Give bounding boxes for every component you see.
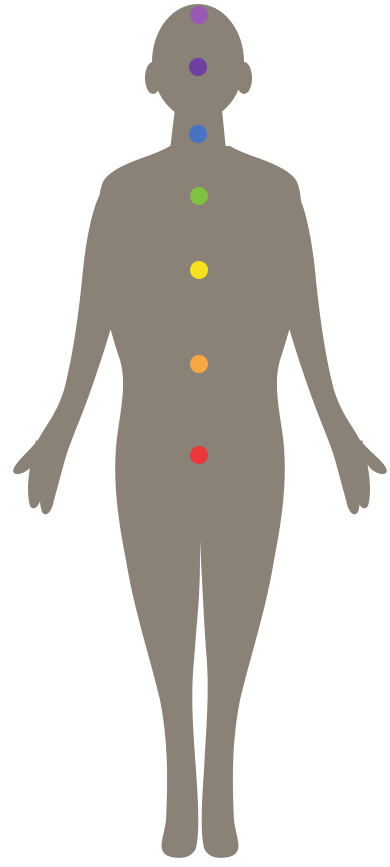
throat-chakra-dot bbox=[189, 125, 207, 143]
root-chakra-dot bbox=[190, 446, 208, 464]
heart-chakra-dot bbox=[190, 187, 208, 205]
left-ear bbox=[145, 62, 161, 94]
right-arm bbox=[276, 182, 387, 514]
right-ear bbox=[236, 62, 252, 94]
left-arm bbox=[13, 182, 124, 514]
solar-plexus-chakra-dot bbox=[190, 261, 208, 279]
crown-chakra-dot bbox=[190, 6, 208, 24]
third-eye-chakra-dot bbox=[189, 58, 207, 76]
sacral-chakra-dot bbox=[190, 355, 208, 373]
torso-and-legs bbox=[98, 146, 302, 858]
